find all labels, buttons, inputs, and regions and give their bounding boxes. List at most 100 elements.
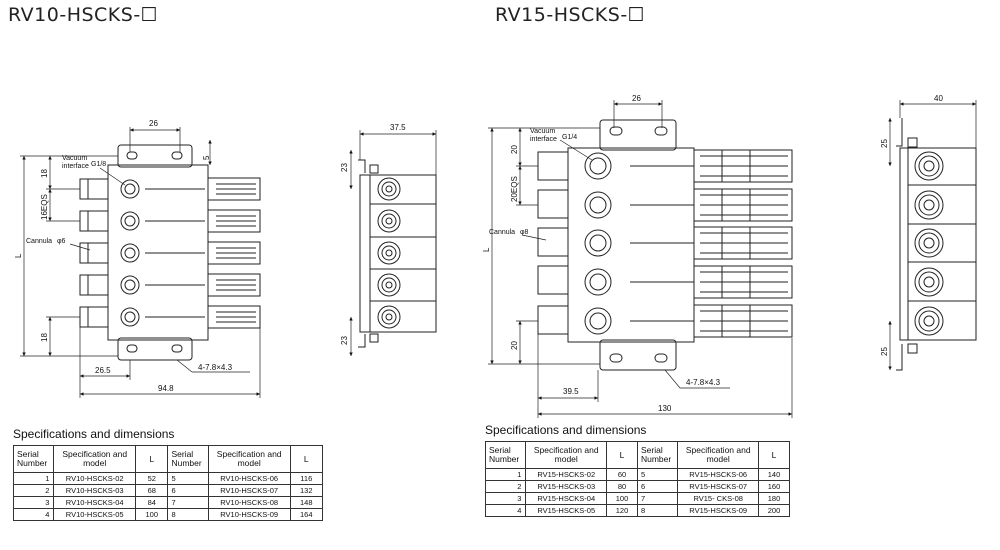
header-serial: Serial Number: [12, 445, 55, 473]
cell-model: RV10-HSCKS-02: [53, 472, 137, 485]
rv10-side-view: [358, 159, 437, 348]
table-header-row: Serial Number Specification and model L …: [484, 441, 791, 469]
dim-length: L: [14, 253, 23, 258]
header-l: L: [757, 441, 791, 469]
cell-serial: 4: [12, 508, 55, 521]
technical-drawing: 26 5 L 18 16EQS 18 26.5 4-7.8×4.3 94.8 V…: [14, 94, 977, 418]
cell-l: 68: [135, 484, 169, 497]
cell-serial: 2: [484, 480, 527, 493]
cell-l: 180: [757, 492, 791, 505]
label-cannula: Cannula: [26, 238, 52, 245]
cell-l: 164: [289, 508, 324, 521]
spec-table-left: Serial Number Specification and model L …: [12, 445, 324, 521]
mounting-bracket-top: [599, 119, 677, 151]
table-header-row: Serial Number Specification and model L …: [12, 445, 324, 473]
label-vacuum: Vacuum: [530, 128, 555, 135]
table-row: 4 RV15-HSCKS-05 120 8 RV15-HSCKS-09 200: [484, 504, 791, 517]
dim-pitch-eqs: 20EQS: [510, 176, 519, 202]
label-vacuum: Vacuum: [62, 155, 87, 162]
cell-serial: 5: [167, 472, 209, 485]
cell-serial: 1: [484, 468, 527, 481]
dim-total: 130: [658, 404, 672, 413]
manifold-body: [567, 147, 695, 343]
cell-l: 84: [135, 496, 169, 509]
rv10-row-group: [79, 177, 261, 329]
cell-l: 60: [606, 468, 638, 481]
dim-total: 94.8: [158, 384, 174, 393]
dim-side-top: 25: [880, 139, 889, 148]
dim-side-width: 40: [934, 94, 943, 103]
table-row: 1 RV10-HSCKS-02 52 5 RV10-HSCKS-06 116: [12, 472, 324, 485]
cell-model: RV10-HSCKS-08: [207, 496, 291, 509]
table-row: 4 RV10-HSCKS-05 100 8 RV10-HSCKS-09 164: [12, 508, 324, 521]
label-cannula: Cannula: [489, 229, 515, 236]
header-serial: Serial Number: [484, 441, 527, 469]
cell-model: RV10-HSCKS-07: [207, 484, 291, 497]
cell-l: 116: [289, 472, 324, 485]
title-rv15: RV15-HSCKS-☐: [495, 4, 646, 26]
cell-model: RV10-HSCKS-09: [207, 508, 291, 521]
mounting-bracket-top: [117, 144, 193, 168]
cell-model: RV15- CKS-08: [677, 492, 759, 505]
header-l: L: [289, 445, 324, 473]
dim-offset: 26.5: [95, 366, 111, 375]
label-cannula-size: φ8: [520, 229, 529, 236]
rv15-side-labels: 40 25 25: [880, 94, 943, 356]
rv10-side-labels: 37.5 23 23: [340, 123, 406, 345]
dim-top-width: 26: [632, 94, 641, 103]
dim-holes: 4-7.8×4.3: [198, 363, 233, 372]
cell-model: RV15-HSCKS-06: [677, 468, 759, 481]
dim-pitch-bottom: 18: [40, 333, 49, 342]
table-row: 2 RV15-HSCKS-03 80 6 RV15-HSCKS-07 160: [484, 480, 791, 493]
cell-model: RV10-HSCKS-03: [53, 484, 137, 497]
cell-serial: 6: [167, 484, 209, 497]
dim-pitch-eqs: 16EQS: [40, 194, 49, 220]
cell-l: 140: [757, 468, 791, 481]
header-serial: Serial Number: [636, 441, 679, 469]
rv10-front-view: [79, 144, 261, 361]
cell-l: 52: [135, 472, 169, 485]
caption-right: Specifications and dimensions: [485, 423, 647, 437]
label-interface: interface: [530, 136, 557, 143]
cell-model: RV15-HSCKS-04: [525, 492, 607, 505]
side-ports: [370, 177, 436, 329]
cell-model: RV10-HSCKS-05: [53, 508, 137, 521]
table-row: 2 RV10-HSCKS-03 68 6 RV10-HSCKS-07 132: [12, 484, 324, 497]
cell-l: 100: [606, 492, 638, 505]
cell-l: 100: [135, 508, 169, 521]
dim-pitch-bottom: 20: [510, 341, 519, 350]
rv15-front-view: [537, 119, 793, 371]
rv10-side-dimensions: [349, 130, 437, 356]
table-row: 3 RV10-HSCKS-04 84 7 RV10-HSCKS-08 148: [12, 496, 324, 509]
dim-side-top: 23: [340, 163, 349, 172]
dim-top-width: 26: [149, 119, 158, 128]
dim-top-gap: 5: [202, 155, 211, 160]
table-row: 1 RV15-HSCKS-02 60 5 RV15-HSCKS-06 140: [484, 468, 791, 481]
table-row: 3 RV15-HSCKS-04 100 7 RV15- CKS-08 180: [484, 492, 791, 505]
rv15-row-group: [537, 149, 793, 338]
cell-serial: 3: [484, 492, 527, 505]
rv10-front-labels: 26 5 L 18 16EQS 18 26.5 4-7.8×4.3 94.8 V…: [14, 119, 233, 393]
cell-serial: 8: [167, 508, 209, 521]
dim-pitch-top: 18: [40, 169, 49, 178]
title-rv10: RV10-HSCKS-☐: [8, 4, 159, 26]
cell-serial: 3: [12, 496, 55, 509]
header-l: L: [606, 441, 638, 469]
cell-serial: 7: [167, 496, 209, 509]
rv10-front-dimensions: [20, 127, 261, 398]
label-thread: G1/4: [562, 134, 577, 141]
caption-left: Specifications and dimensions: [13, 427, 175, 441]
header-spec: Specification and model: [525, 441, 607, 469]
header-serial: Serial Number: [167, 445, 209, 473]
dim-side-bottom: 23: [340, 336, 349, 345]
cell-l: 200: [757, 504, 791, 517]
cell-model: RV15-HSCKS-03: [525, 480, 607, 493]
dim-side-width: 37.5: [390, 123, 406, 132]
mounting-bracket-bottom: [599, 339, 677, 371]
label-interface: interface: [62, 163, 89, 170]
rv15-side-view: [896, 118, 977, 371]
dim-side-bottom: 25: [880, 347, 889, 356]
cell-serial: 5: [636, 468, 679, 481]
header-spec: Specification and model: [207, 445, 291, 473]
cell-model: RV15-HSCKS-02: [525, 468, 607, 481]
